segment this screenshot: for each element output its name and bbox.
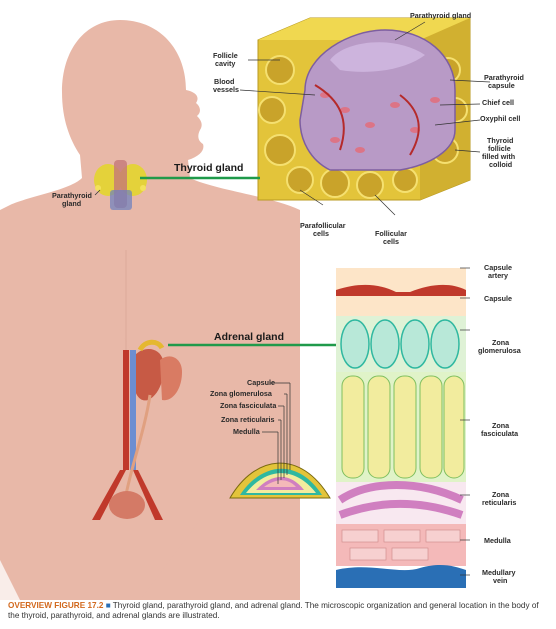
label-parathyroid-capsule-1: Parathyroid [484, 73, 524, 82]
label-parathyroid-body-2: gland [62, 199, 81, 208]
thyroid-block [257, 17, 471, 201]
label-blood-vessels-2: vessels [213, 85, 239, 94]
label-thyroid-follicle-1: Thyroid [487, 136, 513, 145]
label-reticularis-1: Zona [492, 490, 510, 499]
label-glomerulosa-2: glomerulosa [478, 346, 522, 355]
label-thyroid-follicle-2: follicle [488, 144, 511, 153]
label-parathyroid-body-1: Parathyroid [52, 191, 92, 200]
label-blood-vessels-1: Blood [214, 77, 234, 86]
label-oxyphil-cell: Oxyphil cell [480, 114, 520, 123]
label-glomerulosa-1: Zona [492, 338, 510, 347]
label-medullary-vein-2: vein [493, 576, 507, 585]
label-thyroid-follicle-4: colloid [489, 160, 512, 169]
adrenal-gland-title: Adrenal gland [214, 331, 284, 343]
label-capsule-artery-2: artery [488, 271, 508, 280]
label-medullary-vein-1: Medullary [482, 568, 516, 577]
adrenal-inset [229, 462, 331, 499]
label-inset-medulla: Medulla [233, 427, 261, 436]
label-parafollicular-1: Parafollicular [300, 221, 346, 230]
figure-caption: OVERVIEW FIGURE 17.2 ■ Thyroid gland, pa… [8, 601, 548, 621]
adrenal-block [336, 268, 466, 588]
label-parathyroid-gland: Parathyroid gland [410, 11, 471, 20]
kidneys-and-vessels [92, 339, 182, 520]
thyroid-in-neck [94, 160, 147, 210]
caption-figure-number: OVERVIEW FIGURE 17.2 [8, 601, 104, 610]
label-fasciculata-1: Zona [492, 421, 510, 430]
body-silhouette [0, 20, 300, 600]
label-follicle-cavity-2: cavity [215, 59, 235, 68]
thyroid-gland-title: Thyroid gland [174, 162, 243, 174]
caption-text: Thyroid gland, parathyroid gland, and ad… [8, 601, 539, 620]
label-follicular-1: Follicular [375, 229, 407, 238]
label-thyroid-follicle-3: filled with [482, 152, 515, 161]
label-medulla: Medulla [484, 536, 512, 545]
label-capsule-artery-1: Capsule [484, 263, 512, 272]
label-chief-cell: Chief cell [482, 98, 514, 107]
label-follicle-cavity-1: Follicle [213, 51, 238, 60]
label-fasciculata-2: fasciculata [481, 429, 519, 438]
label-inset-capsule: Capsule [247, 378, 275, 387]
callout-lines [140, 176, 336, 347]
label-capsule: Capsule [484, 294, 512, 303]
label-inset-reticularis: Zona reticularis [221, 415, 275, 424]
label-parathyroid-capsule-2: capsule [488, 81, 515, 90]
label-reticularis-2: reticularis [482, 498, 516, 507]
label-inset-glomerulosa: Zona glomerulosa [210, 389, 273, 398]
label-inset-fasciculata: Zona fasciculata [220, 401, 277, 410]
label-follicular-2: cells [383, 237, 399, 246]
caption-marker: ■ [105, 601, 111, 610]
leader-lines [94, 21, 491, 576]
label-parafollicular-2: cells [313, 229, 329, 238]
